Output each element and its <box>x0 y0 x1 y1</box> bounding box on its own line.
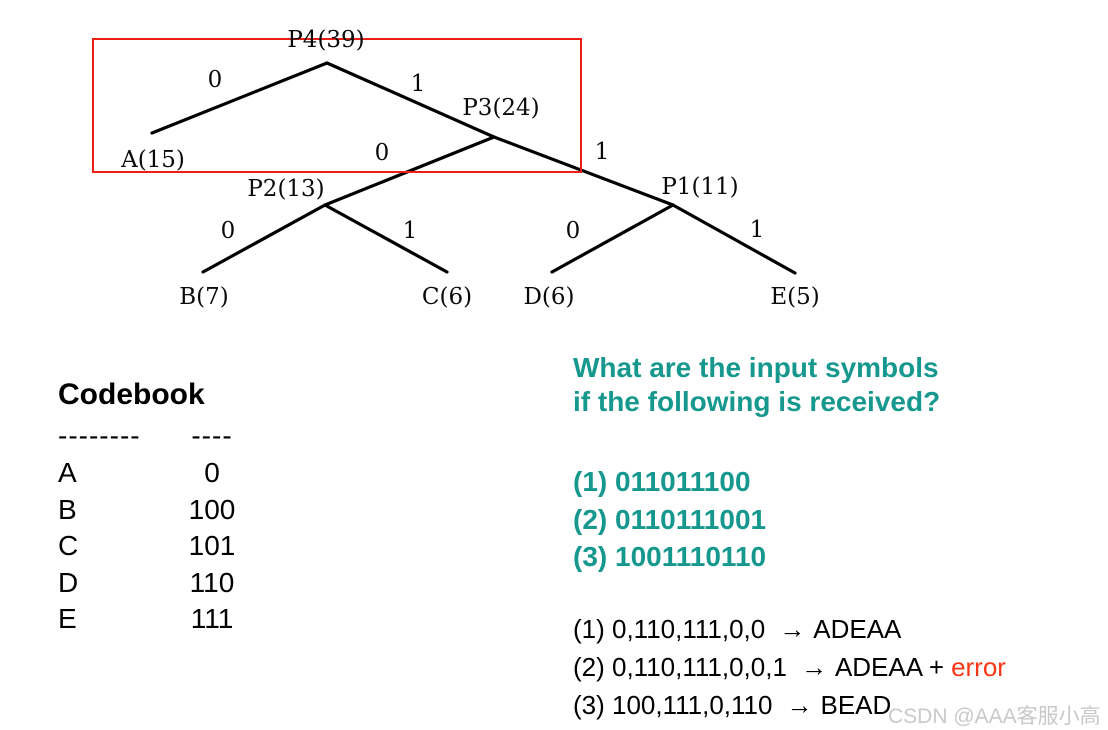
tree-leaf-label-a: A(15) <box>121 147 185 173</box>
received-item-3: (3) 1001110110 <box>573 541 767 572</box>
edge-bit-label: 0 <box>220 218 236 244</box>
codebook-divider-row: -------- ---- <box>58 420 241 452</box>
codebook-code-divider: ---- <box>191 420 233 451</box>
codebook-symbol: A <box>58 457 77 488</box>
codebook-row: B 100 <box>58 492 241 529</box>
question-line-1: What are the input symbols <box>573 352 939 383</box>
right-arrow-icon: → <box>800 652 827 682</box>
answer-line-1: (1) 0,110,111,0,0 →ADEAA <box>573 610 1006 648</box>
question-line-2: if the following is received? <box>573 386 941 417</box>
edge-bit-label: 0 <box>374 140 390 166</box>
tree-node-label-p3: P3(24) <box>462 95 540 121</box>
tree-leaf-label-d: D(6) <box>523 284 575 310</box>
answer-code: (1) 0,110,111,0,0 <box>573 614 766 644</box>
edge-bit-label: 1 <box>749 217 765 243</box>
codebook-row: C 101 <box>58 528 241 565</box>
tree-leaf-label-e: E(5) <box>770 284 820 310</box>
edge-bit-label: 1 <box>594 139 610 165</box>
edge-bit-label: 0 <box>207 67 223 93</box>
tree-node-label-p1: P1(11) <box>661 174 739 200</box>
tree-leaf-label-b: B(7) <box>179 284 229 310</box>
codebook-code: 0 <box>204 457 220 488</box>
codebook-symbol: C <box>58 530 79 562</box>
edge-p4-p3 <box>325 61 496 139</box>
tree-leaf-label-c: C(6) <box>421 284 473 310</box>
edge-bit-label: 1 <box>402 218 418 244</box>
codebook-symbol: D <box>58 566 79 598</box>
answer-result: ADEAA + <box>834 652 945 682</box>
codebook-code: 110 <box>189 566 235 598</box>
answer-result: ADEAA <box>813 614 902 644</box>
right-arrow-icon: → <box>779 614 806 644</box>
edge-p4-a <box>150 61 329 135</box>
codebook-row: A 0 <box>58 455 241 492</box>
codebook-row: D 110 <box>58 565 241 602</box>
received-bitstrings: (1) 011011100 (2) 0110111001 (3) 1001110… <box>573 463 766 576</box>
csdn-watermark: CSDN @AAA客服小高 <box>888 705 1101 728</box>
tree-node-label-p2: P2(13) <box>247 176 325 202</box>
right-arrow-icon: → <box>786 690 813 720</box>
tree-node-label-p4: P4(39) <box>287 27 365 53</box>
edge-p2-b <box>201 203 327 274</box>
codebook-symbol: B <box>58 493 77 525</box>
codebook-symbol: E <box>58 603 77 635</box>
red-highlight-rectangle <box>92 38 582 173</box>
codebook-row: E 111 <box>58 601 241 638</box>
codebook-code: 111 <box>190 603 234 635</box>
received-item-2: (2) 0110111001 <box>573 503 767 535</box>
answer-result: BEAD <box>820 690 892 720</box>
codebook-title: Codebook <box>58 378 205 411</box>
edge-bit-label: 1 <box>410 71 426 97</box>
edge-p2-c <box>323 203 449 274</box>
answer-error-label: error <box>951 652 1006 682</box>
question-header: What are the input symbols if the follow… <box>573 351 940 419</box>
answer-line-2: (2) 0,110,111,0,0,1 →ADEAA +error <box>573 648 1006 686</box>
codebook-code: 101 <box>188 530 236 562</box>
edge-p1-d <box>550 203 675 274</box>
received-item-1: (1) 011011100 <box>573 466 751 497</box>
codebook-symbol-divider: -------- <box>58 420 141 451</box>
answer-code: (3) 100,111,0,110 <box>573 690 773 720</box>
edge-p1-e <box>671 203 797 275</box>
answers-section: (1) 0,110,111,0,0→ADEAA (2) 0,110,111,0,… <box>573 610 1006 724</box>
answer-code: (2) 0,110,111,0,0,1 <box>573 652 787 682</box>
edge-bit-label: 0 <box>565 218 581 244</box>
answer-line-3: (3) 100,111,0,110 →BEAD <box>573 686 1006 724</box>
codebook-table: A 0 B 100 C 101 D 110 E 111 <box>58 455 241 638</box>
codebook-code: 100 <box>188 493 236 525</box>
edge-p3-p1 <box>492 135 675 207</box>
